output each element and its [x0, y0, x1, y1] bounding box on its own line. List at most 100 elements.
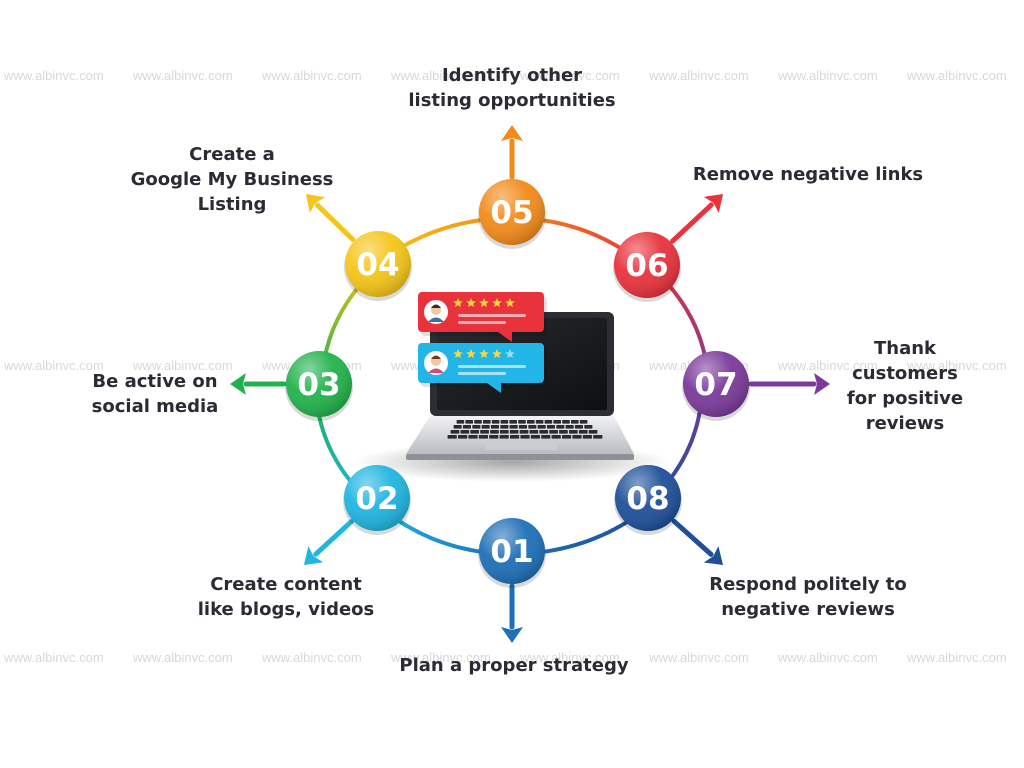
step-node-07: 07	[682, 351, 750, 421]
keyboard-key	[465, 420, 473, 424]
watermark-text: www.albinvc.com	[132, 68, 233, 83]
step-number: 08	[626, 481, 669, 517]
keyboard-key	[500, 425, 509, 429]
keyboard-key	[582, 435, 592, 439]
keyboard-key	[539, 430, 549, 434]
node-gloss	[479, 179, 545, 245]
watermark-text: www.albinvc.com	[777, 650, 878, 665]
step-label-line: for positive	[846, 388, 964, 409]
step-node-04: 04	[344, 231, 412, 301]
keyboard-key	[588, 430, 598, 434]
step-node-01: 01	[478, 518, 546, 588]
keyboard-key	[553, 420, 561, 424]
keyboard-key	[593, 435, 603, 439]
keyboard-key	[549, 430, 558, 434]
watermark-text: www.albinvc.com	[390, 68, 491, 83]
step-number: 03	[297, 367, 340, 403]
watermark-text: www.albinvc.com	[132, 650, 233, 665]
node-gloss	[344, 465, 410, 531]
star-filled-icon	[505, 298, 515, 307]
step-number: 05	[490, 195, 533, 231]
keyboard-key	[529, 430, 539, 434]
arrow-shaft	[313, 519, 354, 557]
step-nodes: 01 02 03 04 05 06 07 08	[285, 179, 750, 588]
laptop-illustration	[352, 312, 672, 482]
step-label-line: Thank	[873, 338, 937, 359]
node-gloss	[615, 465, 681, 531]
step-node-02: 02	[343, 465, 411, 535]
star-filled-icon	[479, 349, 489, 358]
node-gloss	[479, 518, 545, 584]
watermark-text: www.albinvc.com	[777, 68, 878, 83]
step-label-line: like blogs, videos	[197, 599, 375, 620]
node-gloss	[683, 351, 749, 417]
watermark-text: www.albinvc.com	[906, 650, 1007, 665]
step-label-line: negative reviews	[721, 599, 895, 620]
arrow-head	[501, 125, 523, 141]
watermark-text: www.albinvc.com	[132, 358, 233, 373]
keyboard-key	[541, 435, 551, 439]
keyboard-key	[537, 425, 546, 429]
keyboard-key	[565, 425, 574, 429]
star-filled-icon	[453, 298, 463, 307]
keyboard-key	[579, 420, 588, 424]
watermark-layer: www.albinvc.com www.albinvc.com www.albinv…	[3, 68, 1007, 665]
star-filled-icon	[492, 298, 502, 307]
keyboard-key	[509, 430, 519, 434]
step-number: 01	[490, 534, 533, 570]
step-label-line: Respond politely to	[709, 574, 907, 595]
node-gloss	[286, 351, 352, 417]
keyboard-key	[518, 420, 526, 424]
arrow-head	[230, 373, 246, 395]
step-label-line: Create a	[189, 144, 275, 165]
bubble-text-line	[458, 314, 526, 317]
arrow-head	[703, 546, 723, 565]
arrow-shaft	[670, 202, 714, 244]
arrows	[230, 125, 830, 643]
keyboard-key	[483, 420, 491, 424]
keyboard-key	[499, 430, 509, 434]
laptop-keyboard	[447, 420, 603, 439]
step-node-06: 06	[613, 232, 681, 302]
step-label-line: social media	[91, 396, 219, 417]
male-avatar-icon	[424, 300, 448, 324]
star-filled-icon	[492, 349, 502, 358]
keyboard-key	[571, 420, 579, 424]
laptop-front-edge	[406, 454, 634, 460]
step-number: 02	[355, 481, 398, 517]
keyboard-key	[447, 435, 457, 439]
keyboard-key	[490, 425, 499, 429]
bubble-text-line	[458, 321, 506, 324]
keyboard-key	[478, 435, 488, 439]
keyboard-key	[546, 425, 555, 429]
star-filled-icon	[466, 298, 476, 307]
keyboard-key	[544, 420, 553, 424]
keyboard-key	[535, 420, 544, 424]
star-empty-icon	[505, 349, 515, 358]
keyboard-key	[556, 425, 565, 429]
keyboard-key	[489, 435, 499, 439]
arrow-head	[501, 627, 523, 643]
keyboard-key	[578, 430, 588, 434]
keyboard-key	[458, 435, 468, 439]
bubble-tail	[487, 383, 501, 393]
keyboard-key	[518, 425, 527, 429]
step-label-line: Identify other	[441, 65, 583, 86]
keyboard-key	[574, 425, 583, 429]
watermark-text: www.albinvc.com	[3, 68, 104, 83]
step-label-line: Plan a proper strategy	[399, 655, 629, 676]
arrow-head	[703, 194, 723, 213]
watermark-text: www.albinvc.com	[906, 68, 1007, 83]
watermark-text: www.albinvc.com	[390, 650, 491, 665]
watermark-text: www.albinvc.com	[519, 68, 620, 83]
keyboard-key	[460, 430, 470, 434]
keyboard-key	[491, 420, 500, 424]
step-label-06: Remove negative links	[658, 162, 958, 187]
step-number: 07	[694, 367, 737, 403]
keyboard-key	[468, 435, 478, 439]
keyboard-key	[572, 435, 582, 439]
watermark-text: www.albinvc.com	[261, 68, 362, 83]
